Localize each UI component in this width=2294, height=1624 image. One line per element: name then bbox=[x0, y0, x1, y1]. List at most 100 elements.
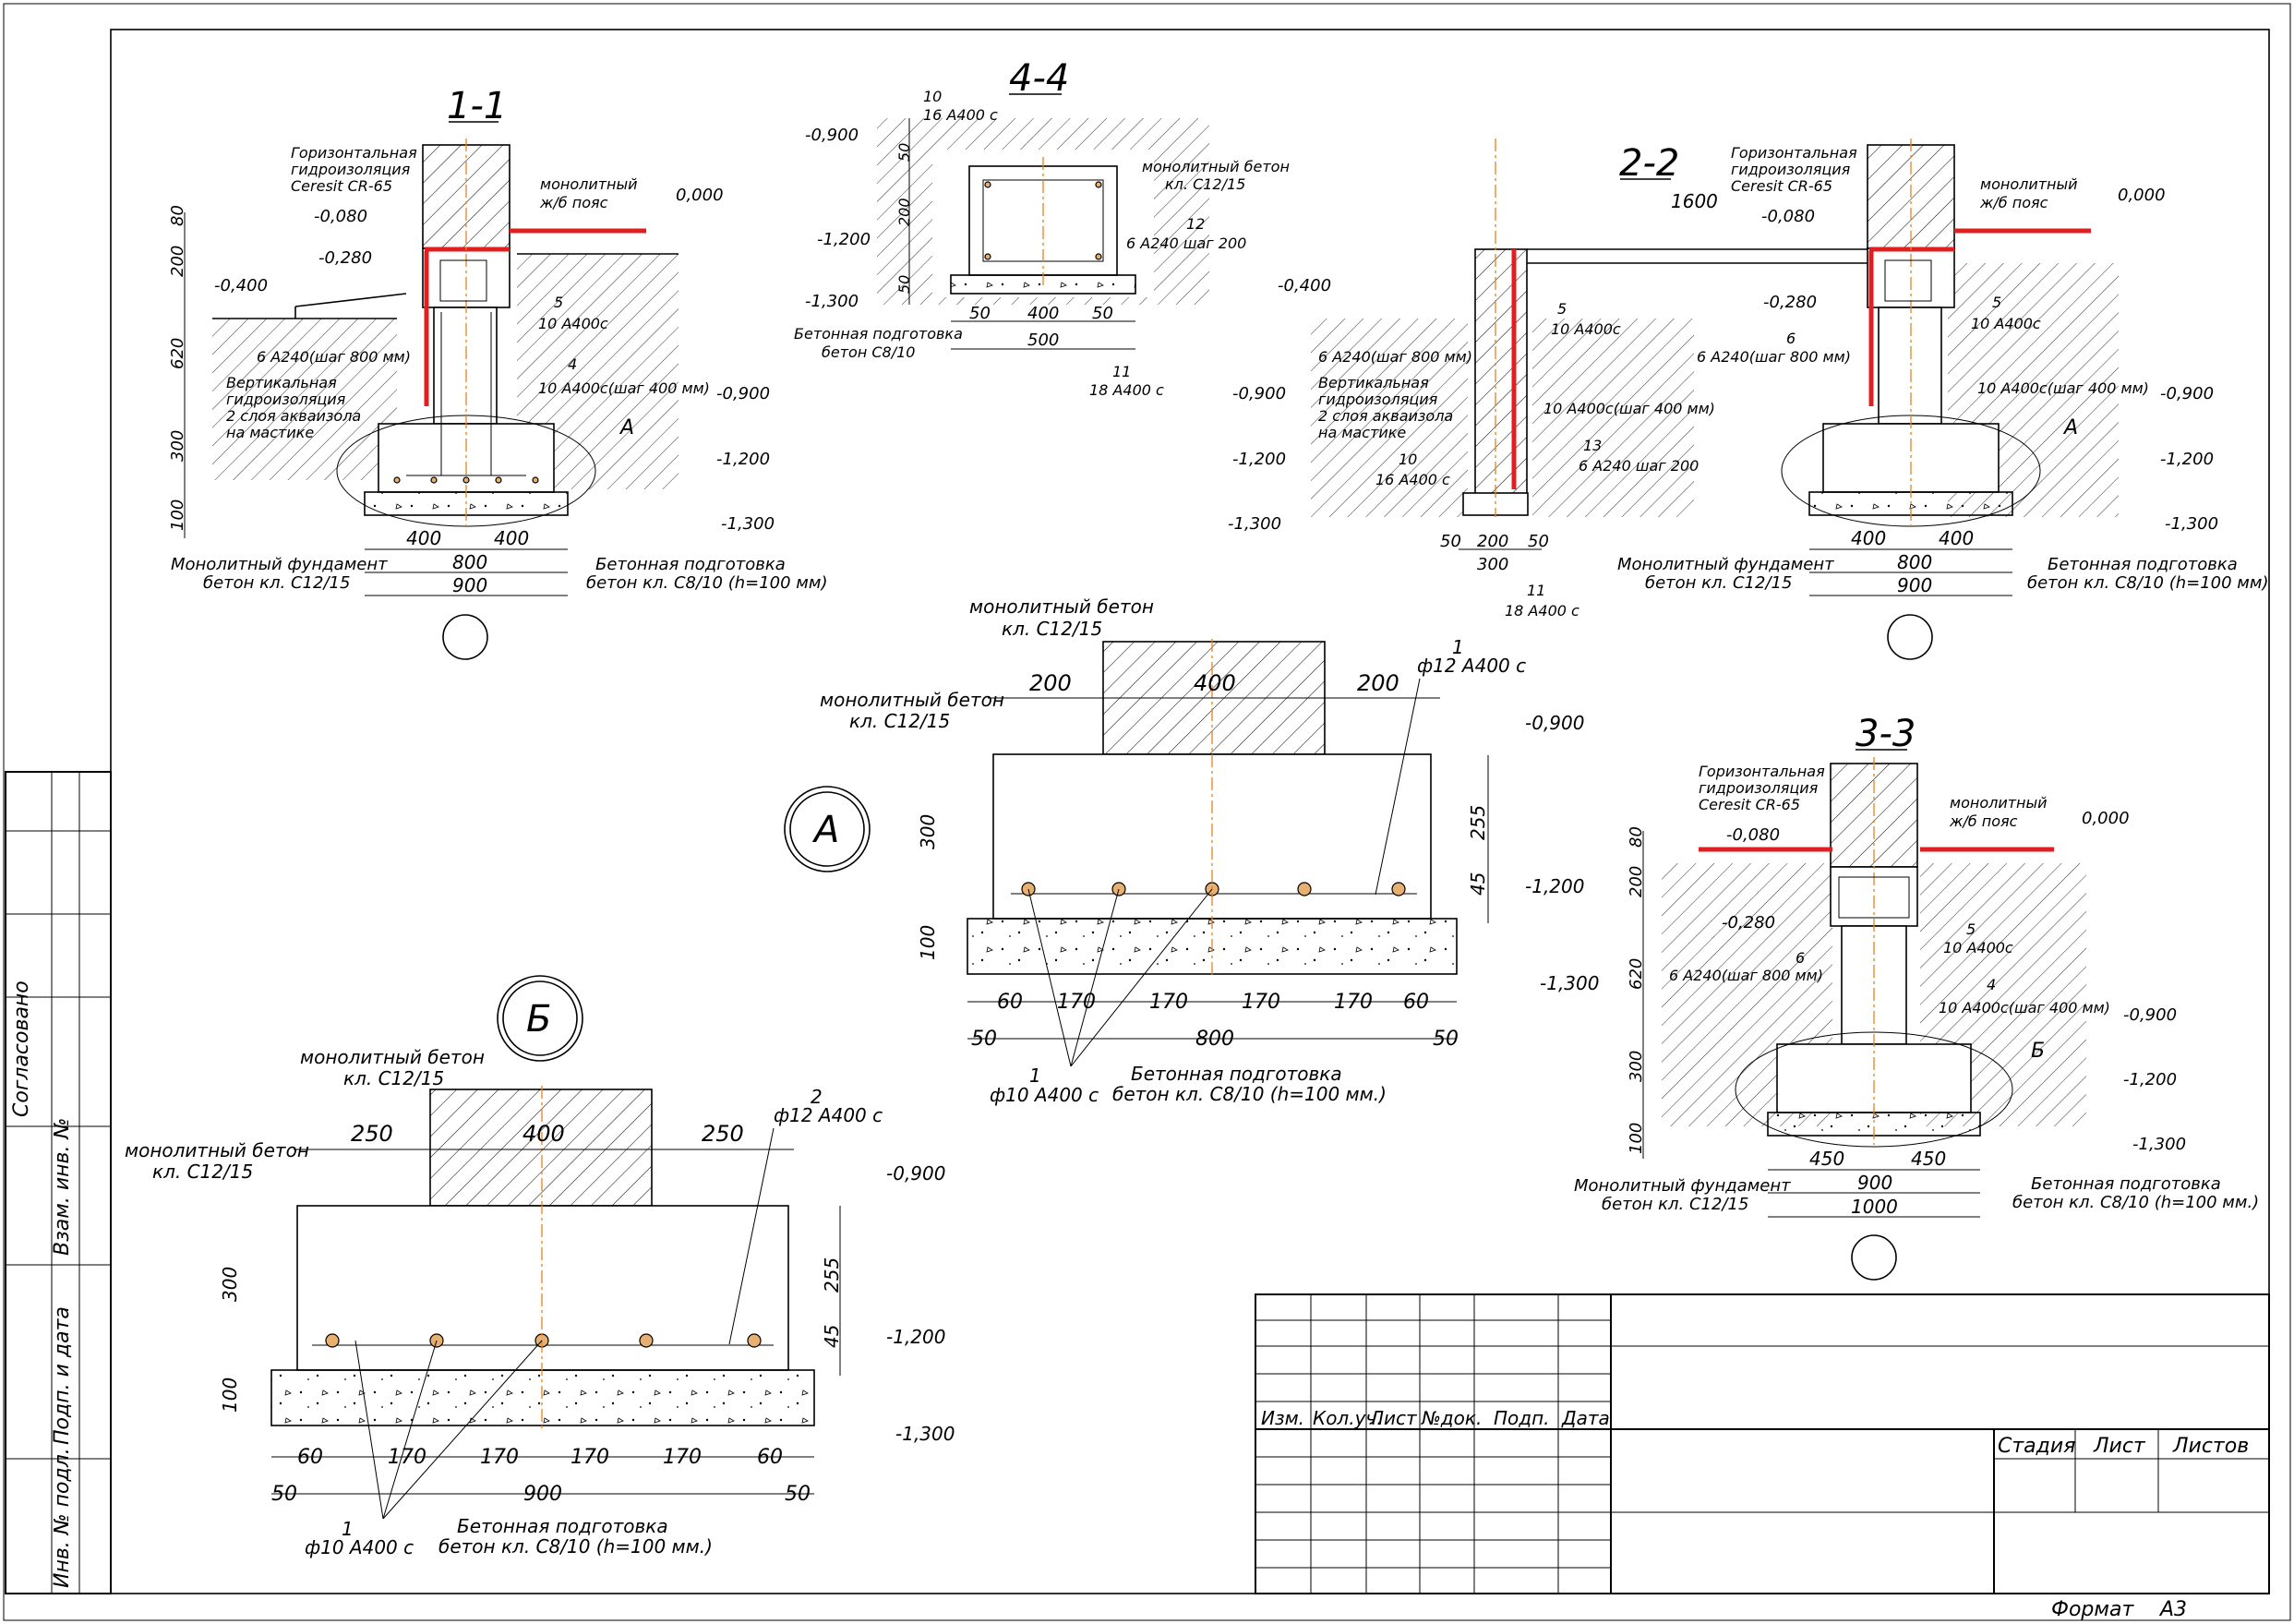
level-0-22: 0,000 bbox=[2118, 186, 2166, 205]
r6-33: 6 bbox=[1796, 949, 1805, 967]
side-stamp: Согласовано Взам. инв. № Подп. и дата Ин… bbox=[5, 771, 112, 1594]
monoB-left-2: кл. С12/15 bbox=[152, 1161, 253, 1183]
r5-22b: 5 bbox=[1992, 294, 2001, 311]
dimB-170b: 170 bbox=[480, 1446, 519, 1469]
prep44-2: бетон С8/10 bbox=[822, 343, 915, 361]
section-title-2-2: 2-2 bbox=[1619, 142, 1679, 185]
horiz-wp22-3: Ceresit CR-65 bbox=[1731, 177, 1832, 195]
r10b-22: 10 А400с(шаг 400 мм) bbox=[1543, 400, 1715, 417]
tb-format-val: А3 bbox=[2158, 1598, 2187, 1621]
monoB-top-1: монолитный бетон bbox=[300, 1046, 485, 1068]
callout-a-small: А bbox=[619, 416, 634, 439]
level-900-33: -0,900 bbox=[2123, 1005, 2177, 1025]
title-block: Изм. Кол.уч. Лист №док. Подп. Дата Стади… bbox=[1255, 1293, 2270, 1621]
dimB-170a: 170 bbox=[388, 1446, 426, 1469]
monolith-found-1: Монолитный фундамент bbox=[171, 555, 388, 574]
level-080-22: -0,080 bbox=[1761, 207, 1815, 226]
dim22-50a: 50 bbox=[1440, 532, 1461, 551]
horiz-wp33-3: Ceresit CR-65 bbox=[1699, 796, 1800, 813]
section-title-4-4: 4-4 bbox=[1009, 57, 1069, 100]
r6a-22b: 6 А240(шаг 800 мм) bbox=[1697, 348, 1851, 366]
monolith-belt-1: монолитный bbox=[540, 175, 638, 193]
dim33-620: 620 bbox=[1627, 958, 1646, 990]
mono-a-left-1: монолитный бетон bbox=[820, 689, 1004, 711]
r16-22: 16 А400 с bbox=[1375, 471, 1450, 488]
prepB-1: Бетонная подготовка bbox=[457, 1515, 668, 1537]
dimB-400: 400 bbox=[522, 1121, 565, 1147]
prep44-1: Бетонная подготовка bbox=[794, 325, 963, 343]
level-080: -0,080 bbox=[314, 207, 367, 226]
tb-col-data: Дата bbox=[1561, 1407, 1610, 1429]
callout-a-22: А bbox=[2062, 416, 2078, 439]
r6a-22: 6 А240(шаг 800 мм) bbox=[1318, 348, 1472, 366]
dim22-400a: 400 bbox=[1851, 527, 1886, 549]
levelB-900: -0,900 bbox=[886, 1162, 945, 1185]
dimA-45: 45 bbox=[1467, 872, 1489, 896]
level-1200-22b: -1,200 bbox=[2160, 450, 2214, 469]
dim22-200: 200 bbox=[1477, 532, 1508, 551]
vert-wp22-4: на мастике bbox=[1318, 424, 1406, 441]
r13a-22: 6 А240 шаг 200 bbox=[1579, 457, 1699, 475]
dimA-200a: 200 bbox=[1029, 670, 1072, 696]
rA1-num: 1 bbox=[1452, 636, 1464, 658]
r6a-33: 6 А240(шаг 800 мм) bbox=[1669, 967, 1823, 984]
level-0: 0,000 bbox=[676, 186, 724, 205]
dimA-170b: 170 bbox=[1149, 991, 1188, 1014]
dim-400-44: 400 bbox=[1027, 304, 1059, 323]
vert-wp22-1: Вертикальная bbox=[1318, 374, 1429, 391]
mono-concrete-44-1: монолитный бетон bbox=[1142, 158, 1290, 175]
prepA-2: бетон кл. С8/10 (h=100 мм.) bbox=[1112, 1083, 1387, 1105]
section-1-1: 1-1 80 200 620 300 100 bbox=[168, 85, 827, 660]
dimB-170c: 170 bbox=[570, 1446, 609, 1469]
dimA-100: 100 bbox=[917, 925, 939, 960]
vert-wp22-2: гидроизоляция bbox=[1318, 391, 1438, 408]
monoB-top-2: кл. С12/15 bbox=[343, 1067, 444, 1089]
dim-1600: 1600 bbox=[1671, 190, 1718, 212]
belt33-2: ж/б пояс bbox=[1949, 812, 2018, 830]
monolith-found-2: бетон кл. С12/15 bbox=[203, 573, 350, 593]
r10b-22b: 10 А400с(шаг 400 мм) bbox=[1977, 379, 2149, 397]
inv-orig-label: Инв. № подл. bbox=[51, 1448, 74, 1588]
vert-wp-3: 2 слоя акваизола bbox=[226, 407, 361, 425]
mono-concrete-44-2: кл. С12/15 bbox=[1165, 175, 1245, 193]
dim-100: 100 bbox=[168, 499, 187, 531]
inv-ref-label: Взам. инв. № bbox=[51, 1118, 74, 1256]
r10a-33: 10 А400с bbox=[1943, 939, 2013, 956]
dim-200: 200 bbox=[168, 246, 187, 277]
r5-22: 5 bbox=[1557, 300, 1567, 318]
dim33-300: 300 bbox=[1627, 1051, 1646, 1082]
concrete-prep-1: Бетонная подготовка bbox=[595, 555, 786, 574]
sheet-border bbox=[3, 3, 2291, 1621]
r11-label: 11 bbox=[1112, 363, 1131, 380]
dimA-300: 300 bbox=[917, 814, 939, 849]
vert-wp-1: Вертикальная bbox=[226, 374, 337, 391]
level-1300-22b: -1,300 bbox=[2165, 514, 2218, 534]
callout-b-big: Б bbox=[526, 998, 551, 1041]
dimA-60b: 60 bbox=[1403, 991, 1429, 1014]
belt33-1: монолитный bbox=[1950, 794, 2048, 812]
rebar-10a: 10 А400с bbox=[538, 315, 608, 332]
vert-wp-2: гидроизоляция bbox=[226, 391, 346, 408]
section-title-3-3: 3-3 bbox=[1856, 713, 1916, 755]
rA2-txt: ф10 А400 с bbox=[990, 1084, 1099, 1106]
tb-col-izm: Изм. bbox=[1261, 1407, 1304, 1429]
tb-col-koluch: Кол.уч. bbox=[1313, 1407, 1383, 1429]
dim22-300: 300 bbox=[1477, 555, 1508, 574]
level-900-22a: -0,900 bbox=[1232, 384, 1286, 403]
dimB-60a: 60 bbox=[297, 1446, 323, 1469]
level-400: -0,400 bbox=[214, 276, 268, 295]
found33-1: Монолитный фундамент bbox=[1574, 1176, 1791, 1196]
level-1200-44: -1,200 bbox=[817, 230, 871, 249]
dim22-400b: 400 bbox=[1939, 527, 1974, 549]
level-1200: -1,200 bbox=[716, 450, 770, 469]
tb-col-list: Лист bbox=[1369, 1407, 1418, 1429]
detail-b: Б монолитный бетон кл. С12/15 монолитный… bbox=[125, 975, 955, 1558]
dimA-170d: 170 bbox=[1334, 991, 1373, 1014]
concrete-prep-2: бетон кл. С8/10 (h=100 мм) bbox=[586, 573, 827, 593]
level-900: -0,900 bbox=[716, 384, 770, 403]
tb-sheets: Листов bbox=[2172, 1435, 2249, 1458]
r10b-33: 10 А400с(шаг 400 мм) bbox=[1939, 999, 2110, 1017]
rB1-txt: ф12 А400 с bbox=[774, 1104, 883, 1126]
dim-80: 80 bbox=[168, 205, 187, 226]
prep22-1: Бетонная подготовка bbox=[2048, 555, 2238, 574]
